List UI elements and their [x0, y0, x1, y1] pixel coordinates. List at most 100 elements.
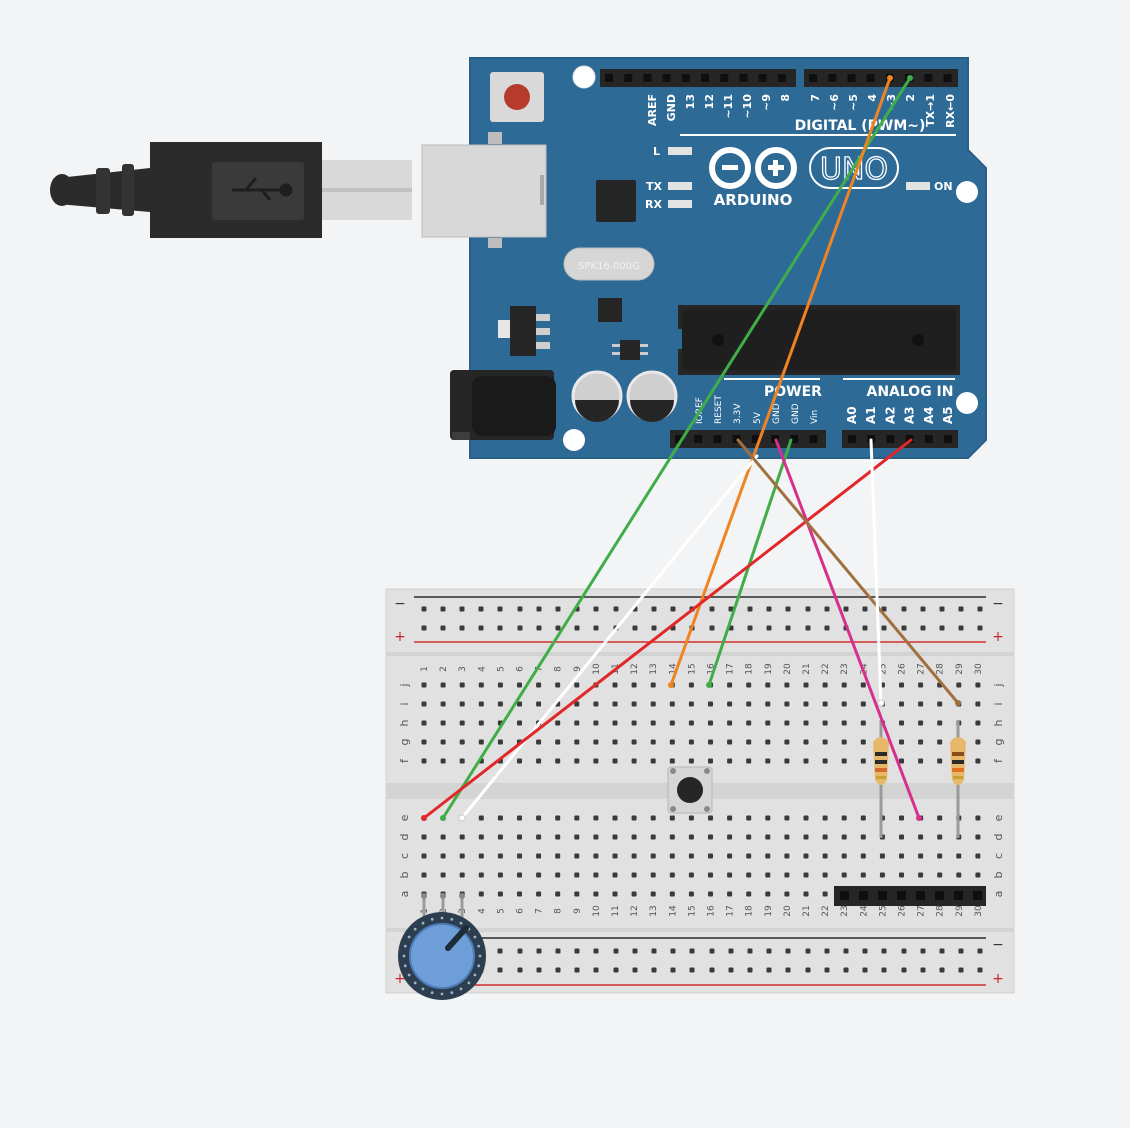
breadboard-hole[interactable]: [937, 758, 943, 764]
breadboard-hole[interactable]: [784, 758, 790, 764]
rail-hole[interactable]: [593, 625, 599, 631]
breadboard-hole[interactable]: [517, 834, 522, 840]
breadboard-hole[interactable]: [860, 834, 866, 840]
rail-hole[interactable]: [920, 948, 926, 954]
rail-hole[interactable]: [901, 606, 907, 612]
breadboard-hole[interactable]: [688, 682, 694, 688]
breadboard-hole[interactable]: [746, 834, 752, 840]
breadboard-hole[interactable]: [956, 682, 962, 688]
breadboard-hole[interactable]: [765, 834, 771, 840]
breadboard-hole[interactable]: [459, 758, 465, 764]
rail-hole[interactable]: [977, 948, 983, 954]
breadboard-hole[interactable]: [536, 872, 542, 878]
breadboard-hole[interactable]: [574, 834, 580, 840]
breadboard-hole[interactable]: [975, 720, 981, 726]
breadboard-hole[interactable]: [688, 853, 694, 859]
breadboard-hole[interactable]: [860, 872, 866, 878]
breadboard-hole[interactable]: [574, 758, 580, 764]
breadboard-hole[interactable]: [746, 853, 752, 859]
breadboard-hole[interactable]: [803, 872, 809, 878]
breadboard-hole[interactable]: [746, 872, 752, 878]
arduino-uno-board[interactable]: L TX RX ON ARDUINO UNO SPK16.000G: [421, 57, 987, 459]
breadboard-hole[interactable]: [975, 701, 981, 707]
breadboard-hole[interactable]: [593, 834, 599, 840]
breadboard-hole[interactable]: [440, 872, 446, 878]
rail-hole[interactable]: [805, 625, 811, 631]
header-socket[interactable]: [840, 891, 849, 900]
breadboard-hole[interactable]: [746, 739, 752, 745]
breadboard-hole[interactable]: [669, 891, 675, 897]
breadboard-hole[interactable]: [478, 834, 484, 840]
header-pin[interactable]: [713, 435, 722, 443]
rail-hole[interactable]: [824, 948, 830, 954]
breadboard-hole[interactable]: [841, 834, 847, 840]
breadboard-hole[interactable]: [688, 891, 694, 897]
breadboard-hole[interactable]: [918, 758, 924, 764]
breadboard-hole[interactable]: [421, 701, 427, 707]
rail-hole[interactable]: [747, 606, 753, 612]
header-pin[interactable]: [643, 74, 652, 82]
breadboard-hole[interactable]: [765, 891, 771, 897]
rail-hole[interactable]: [555, 606, 561, 612]
rail-hole[interactable]: [459, 606, 465, 612]
breadboard-hole[interactable]: [765, 758, 771, 764]
breadboard-hole[interactable]: [803, 682, 809, 688]
breadboard-hole[interactable]: [497, 891, 503, 897]
breadboard-hole[interactable]: [612, 815, 618, 821]
breadboard-hole[interactable]: [478, 872, 484, 878]
breadboard-hole[interactable]: [822, 891, 828, 897]
breadboard-hole[interactable]: [669, 701, 675, 707]
breadboard-hole[interactable]: [918, 701, 924, 707]
rail-hole[interactable]: [901, 948, 907, 954]
breadboard-hole[interactable]: [555, 682, 561, 688]
rail-hole[interactable]: [824, 606, 830, 612]
breadboard-hole[interactable]: [746, 815, 752, 821]
breadboard-hole[interactable]: [937, 739, 943, 745]
breadboard-hole[interactable]: [612, 891, 618, 897]
breadboard-hole[interactable]: [803, 853, 809, 859]
breadboard-hole[interactable]: [593, 739, 599, 745]
rail-hole[interactable]: [862, 606, 868, 612]
breadboard-hole[interactable]: [879, 872, 885, 878]
rail-hole[interactable]: [862, 625, 868, 631]
rail-hole[interactable]: [824, 625, 830, 631]
rail-hole[interactable]: [613, 967, 619, 973]
header-pin[interactable]: [739, 74, 748, 82]
rail-hole[interactable]: [440, 606, 446, 612]
breadboard-hole[interactable]: [727, 891, 733, 897]
breadboard-hole[interactable]: [956, 872, 962, 878]
breadboard-hole[interactable]: [918, 872, 924, 878]
breadboard-hole[interactable]: [822, 720, 828, 726]
header-pin[interactable]: [790, 435, 799, 443]
breadboard-hole[interactable]: [708, 834, 713, 840]
wire-brown-3v3[interactable]: [736, 438, 960, 705]
breadboard-hole[interactable]: [669, 720, 675, 726]
breadboard-hole[interactable]: [459, 853, 465, 859]
breadboard-hole[interactable]: [803, 701, 809, 707]
header-pin[interactable]: [675, 435, 683, 443]
breadboard-hole[interactable]: [421, 758, 427, 764]
breadboard-hole[interactable]: [459, 872, 465, 878]
header-pin[interactable]: [886, 435, 895, 443]
rail-hole[interactable]: [824, 967, 830, 973]
breadboard-hole[interactable]: [746, 682, 752, 688]
breadboard-hole[interactable]: [822, 739, 828, 745]
breadboard-hole[interactable]: [459, 682, 465, 688]
breadboard-hole[interactable]: [650, 739, 656, 745]
breadboard-hole[interactable]: [803, 891, 809, 897]
breadboard-hole[interactable]: [841, 701, 847, 707]
breadboard-hole[interactable]: [937, 720, 943, 726]
header-pin[interactable]: [905, 435, 914, 443]
rail-hole[interactable]: [901, 625, 907, 631]
rail-hole[interactable]: [709, 948, 715, 954]
header-socket[interactable]: [916, 891, 925, 900]
breadboard-hole[interactable]: [727, 720, 733, 726]
breadboard-hole[interactable]: [517, 682, 522, 688]
breadboard-hole[interactable]: [688, 701, 694, 707]
breadboard-hole[interactable]: [918, 739, 924, 745]
header-pin[interactable]: [758, 74, 767, 82]
usb-cable[interactable]: [50, 142, 412, 238]
breadboard-hole[interactable]: [459, 720, 465, 726]
breadboard-hole[interactable]: [555, 853, 561, 859]
breadboard-hole[interactable]: [536, 834, 542, 840]
